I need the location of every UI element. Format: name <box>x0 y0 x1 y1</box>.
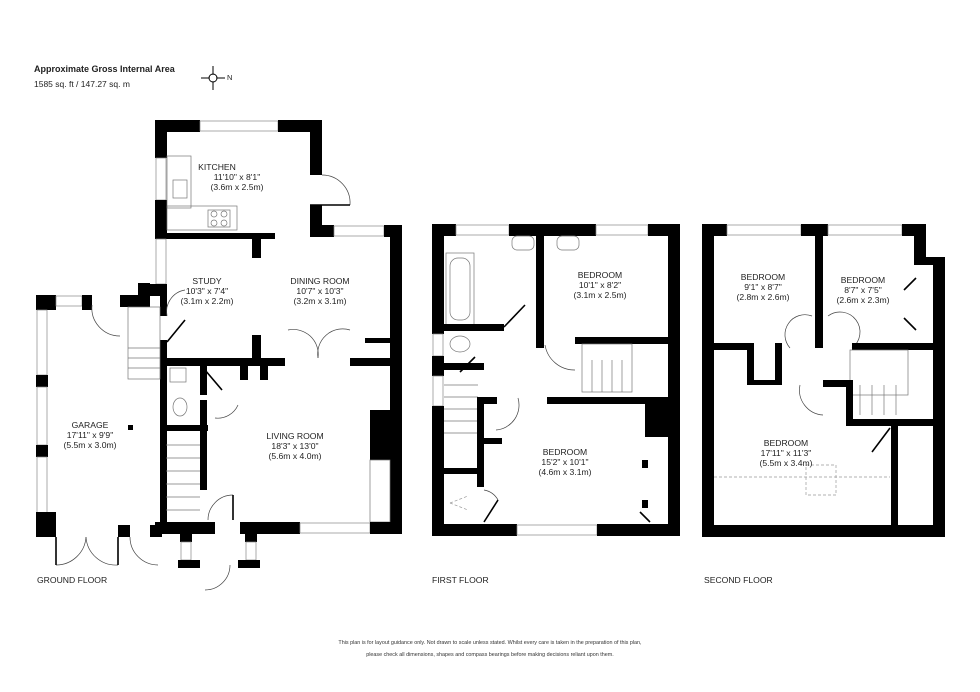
area-title: Approximate Gross Internal Area <box>34 64 175 74</box>
floor-label: FIRST FLOOR <box>432 575 489 585</box>
room-dimensions-metric: (2.8m x 2.6m) <box>736 292 789 302</box>
first-floor-plan: BEDROOM 10'1" x 8'2" (3.1m x 2.5m) BEDRO… <box>432 224 680 585</box>
room-dimensions-imperial: 17'11" x 9'9" <box>67 430 114 440</box>
room-dimensions-imperial: 10'1" x 8'2" <box>579 280 621 290</box>
room-dimensions-imperial: 10'3" x 7'4" <box>186 286 228 296</box>
room-dimensions-imperial: 10'7" x 10'3" <box>296 286 343 296</box>
room-dimensions-imperial: 9'1" x 8'7" <box>744 282 782 292</box>
stairs-icon <box>444 343 633 434</box>
room-dimensions-metric: (5.6m x 4.0m) <box>268 451 321 461</box>
ground-floor-plan: KITCHEN 11'10" x 8'1" (3.6m x 2.5m) STUD… <box>36 120 402 591</box>
room-name: BEDROOM <box>543 447 587 457</box>
room-name: LIVING ROOM <box>266 431 323 441</box>
hob-icon <box>207 209 231 228</box>
room-dimensions-imperial: 18'3" x 13'0" <box>271 441 318 451</box>
compass-icon <box>201 66 225 90</box>
garage-stairs-icon <box>128 347 160 369</box>
compass-north-label: N <box>227 73 233 82</box>
disclaimer-line-2: please check all dimensions, shapes and … <box>366 652 614 658</box>
room-name: DINING ROOM <box>290 276 349 286</box>
room-dimensions-metric: (3.6m x 2.5m) <box>210 182 263 192</box>
area-value: 1585 sq. ft / 147.27 sq. m <box>34 79 130 89</box>
room-dimensions-metric: (5.5m x 3.4m) <box>759 458 812 468</box>
room-dimensions-imperial: 11'10" x 8'1" <box>214 172 261 182</box>
floor-label: SECOND FLOOR <box>704 575 773 585</box>
room-name: STUDY <box>192 276 221 286</box>
floor-label: GROUND FLOOR <box>37 575 107 585</box>
room-name: KITCHEN <box>198 162 236 172</box>
room-dimensions-metric: (3.1m x 2.5m) <box>573 290 626 300</box>
room-dimensions-metric: (5.5m x 3.0m) <box>63 440 116 450</box>
room-dimensions-imperial: 15'2" x 10'1" <box>541 457 588 467</box>
room-dimensions-imperial: 17'11" x 11'3" <box>761 448 812 458</box>
room-name: GARAGE <box>72 420 109 430</box>
room-dimensions-imperial: 8'7" x 7'5" <box>844 285 882 295</box>
room-name: BEDROOM <box>741 272 785 282</box>
stairs-icon <box>166 444 200 511</box>
second-floor-plan: BEDROOM 17'11" x 11'3" (5.5m x 3.4m) BED… <box>702 224 945 585</box>
room-dimensions-metric: (2.6m x 2.3m) <box>836 295 889 305</box>
room-name: BEDROOM <box>841 275 885 285</box>
room-name: BEDROOM <box>578 270 622 280</box>
disclaimer-line-1: This plan is for layout guidance only. N… <box>338 640 642 646</box>
room-dimensions-metric: (3.2m x 3.1m) <box>293 296 346 306</box>
room-name: BEDROOM <box>764 438 808 448</box>
room-dimensions-metric: (3.1m x 2.2m) <box>180 296 233 306</box>
room-dimensions-metric: (4.6m x 3.1m) <box>538 467 591 477</box>
stairs-icon <box>849 349 909 415</box>
